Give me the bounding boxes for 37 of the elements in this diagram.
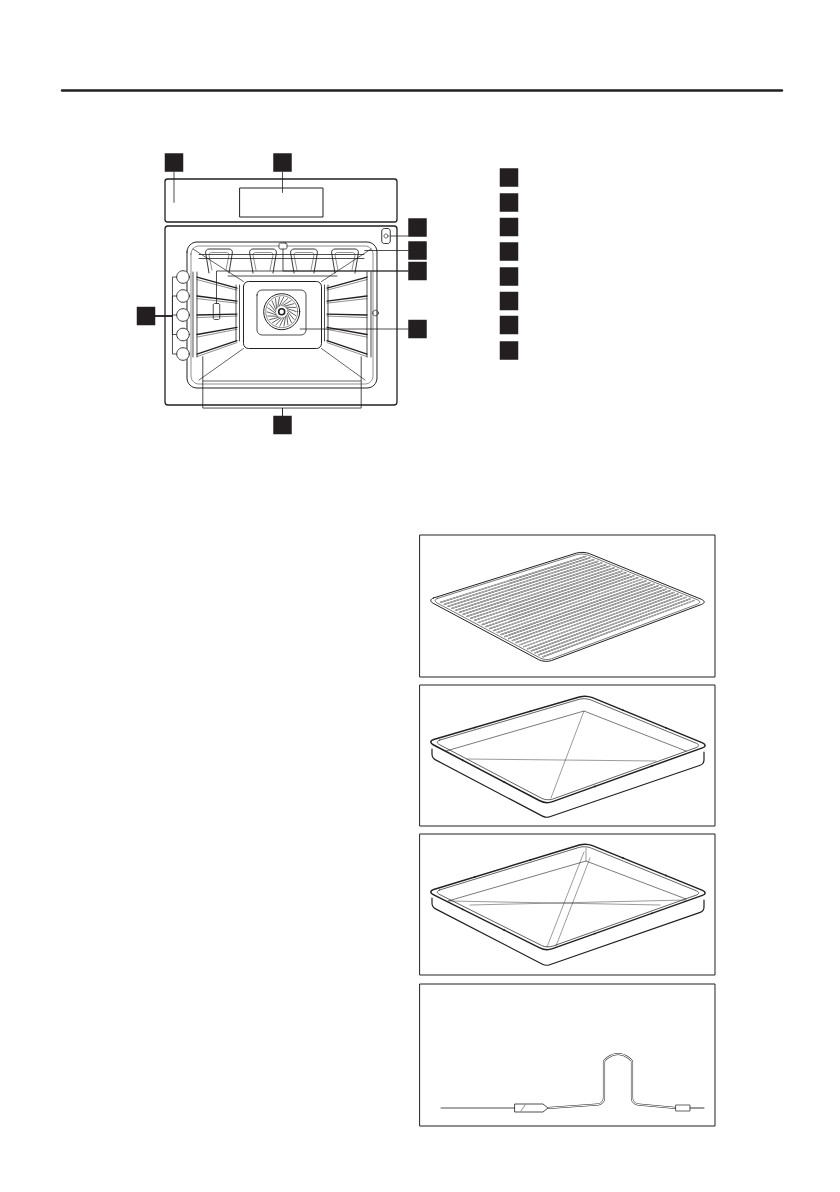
deep-pan-picture (419, 833, 716, 976)
callout-square (408, 319, 427, 339)
shelf-support (192, 271, 240, 358)
key-square (499, 315, 519, 335)
callout-square (408, 241, 427, 260)
lamp (212, 303, 221, 320)
key-square (499, 267, 519, 286)
baking-tray-picture (419, 684, 716, 827)
key-square (499, 341, 519, 360)
leader-line (216, 270, 409, 304)
key-square (499, 217, 519, 237)
callout-square (136, 306, 156, 326)
shelf-support (324, 271, 372, 358)
leader-line (173, 171, 175, 203)
leader-line (155, 315, 177, 355)
callout-square (273, 415, 292, 435)
leader-line (282, 171, 283, 193)
lamp (278, 242, 288, 250)
leader-line (364, 250, 409, 251)
callout-square (164, 153, 184, 172)
callout-square (273, 153, 292, 172)
leader-line (390, 235, 409, 237)
display-window (239, 187, 324, 218)
leader-line (282, 356, 362, 416)
wire-shelf-picture (419, 534, 716, 678)
food-probe-picture (419, 983, 716, 1127)
callout-square (408, 261, 427, 281)
control-panel (164, 178, 398, 223)
callout-square (408, 218, 427, 237)
heating-element (198, 248, 365, 277)
key-square (499, 193, 519, 212)
key-square (499, 168, 519, 187)
fan (263, 293, 301, 331)
socket (381, 228, 391, 244)
key-square (499, 291, 519, 311)
leader-line (299, 328, 409, 330)
key-square (499, 242, 519, 261)
